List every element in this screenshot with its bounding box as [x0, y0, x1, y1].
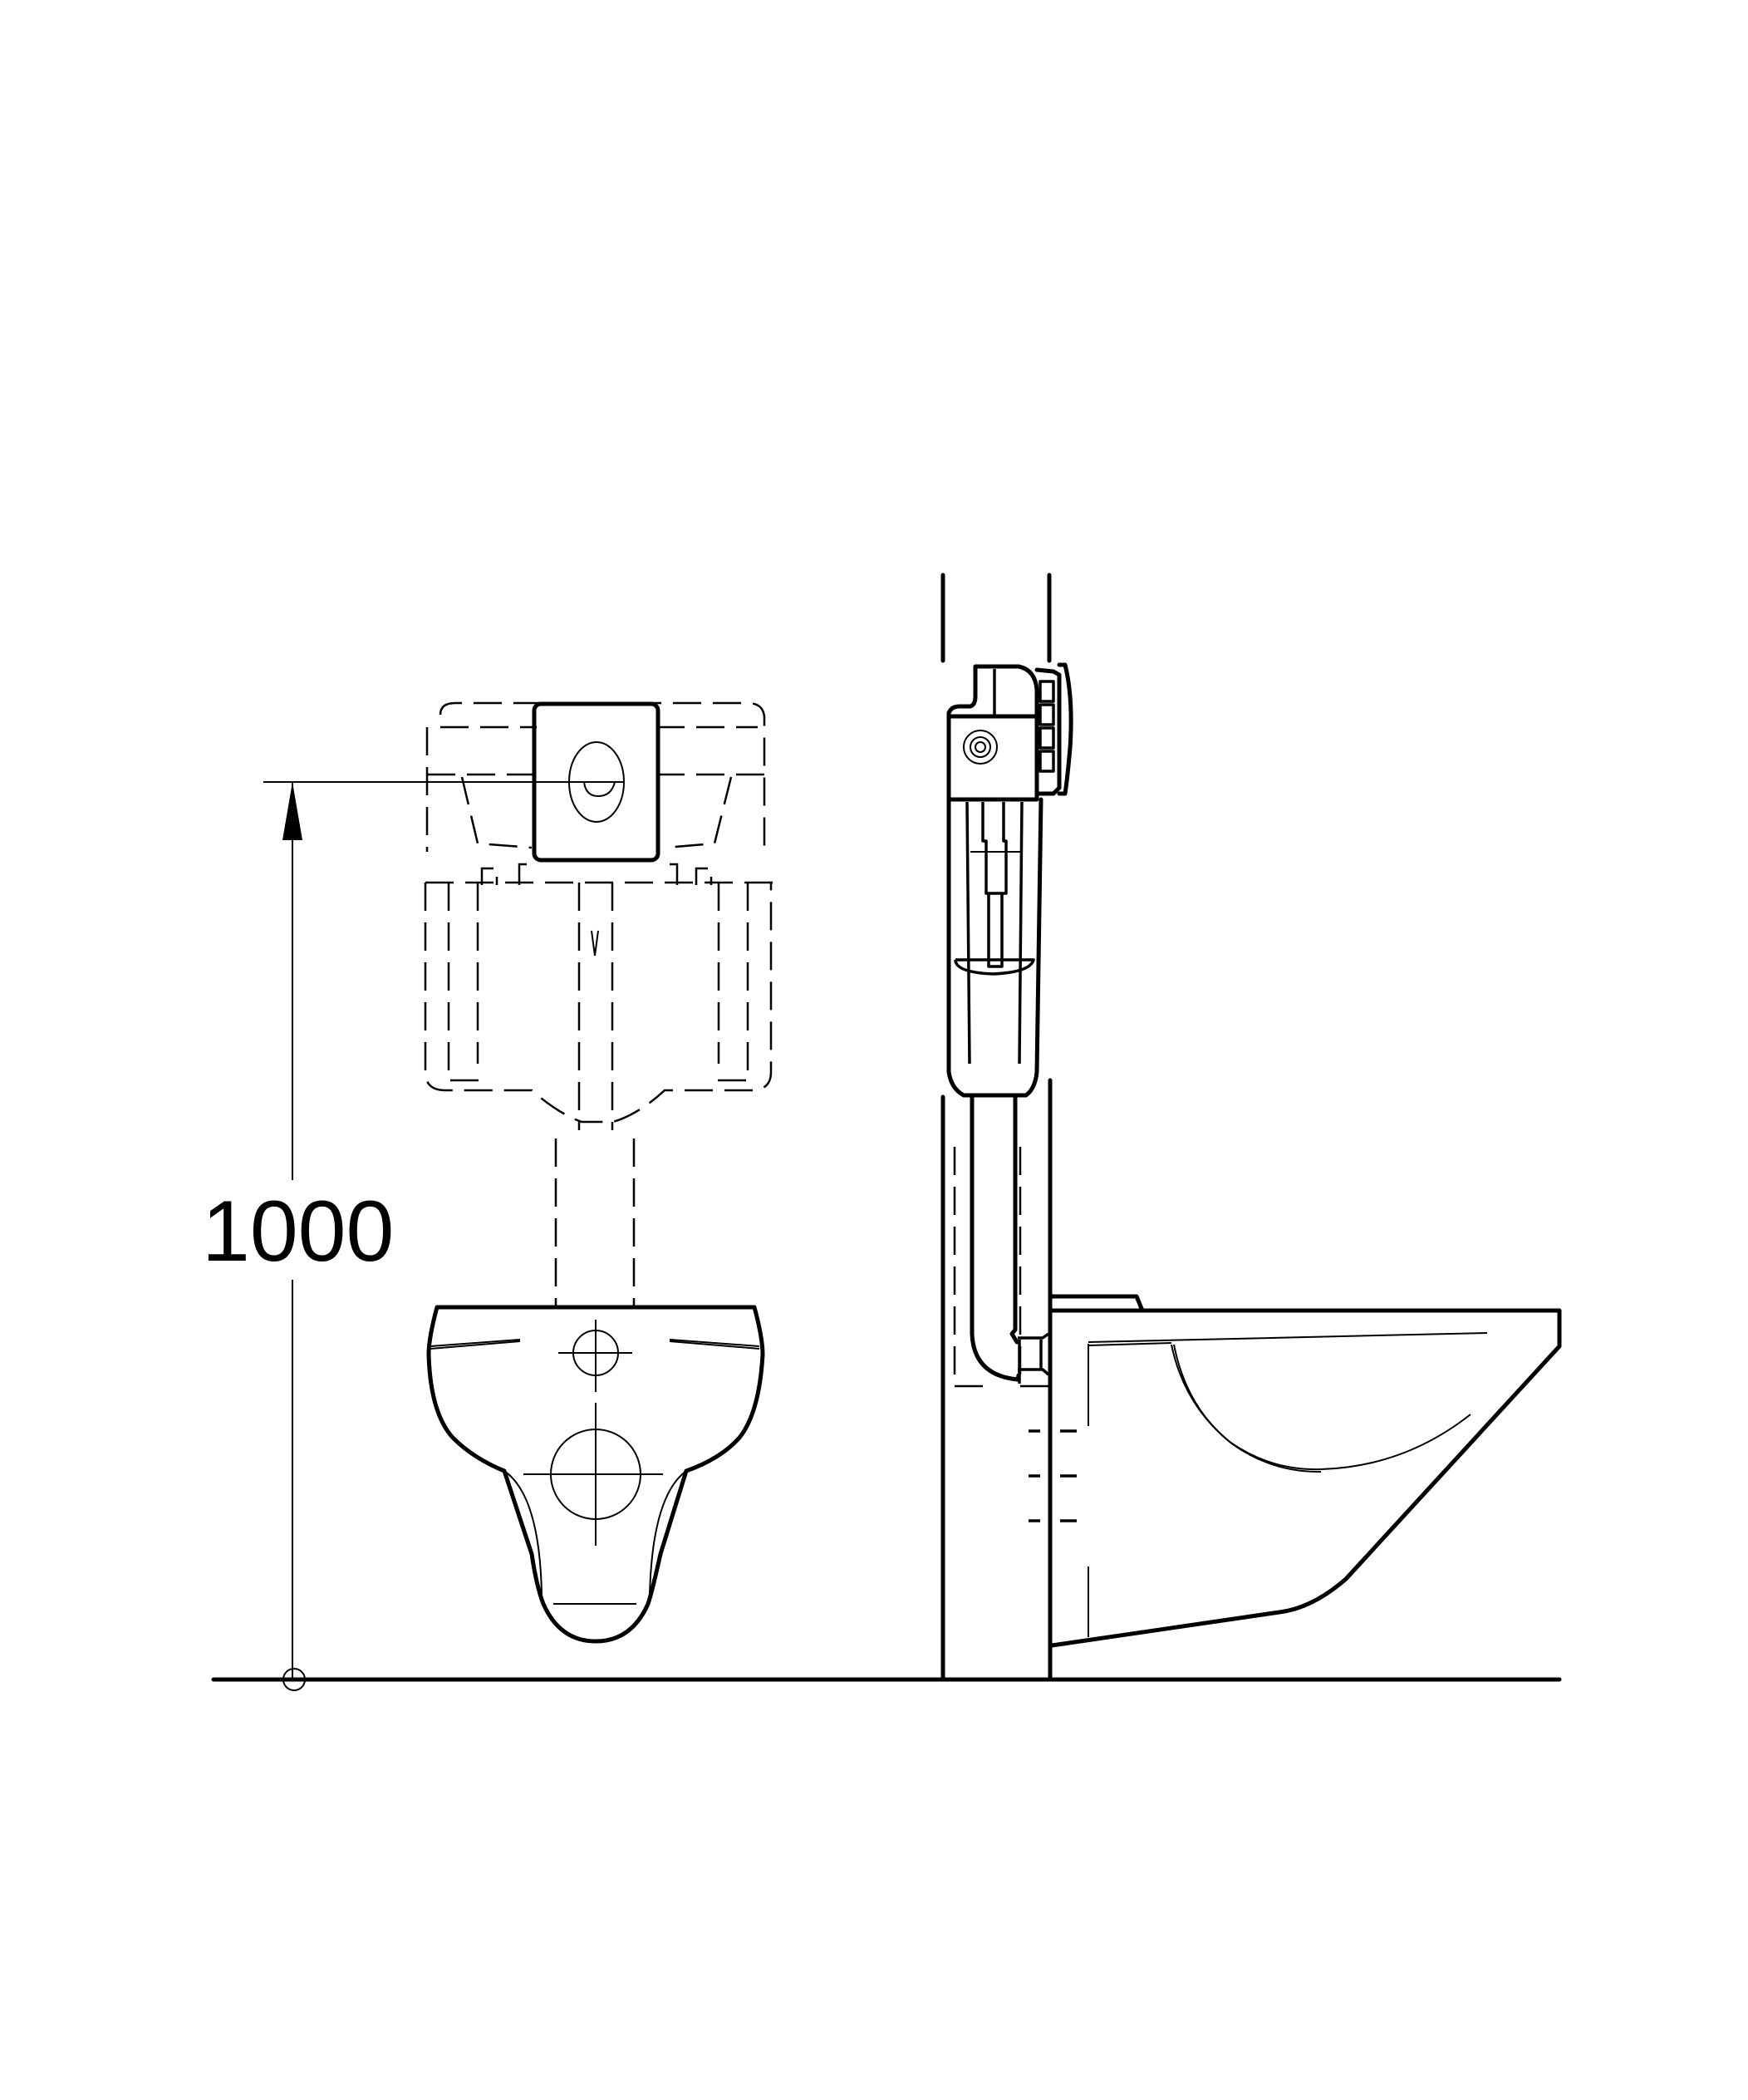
bowl-side [1049, 1294, 1562, 1648]
dimension-label: 1000 [202, 1183, 394, 1280]
flush-button-small-icon [583, 781, 623, 798]
datum-circle-icon [282, 1668, 306, 1691]
flush-pipe-side [970, 1094, 1050, 1384]
flush-plate [532, 701, 660, 863]
arrowhead-icon [282, 782, 302, 840]
height-dimension: 1000 [202, 781, 615, 1691]
flush-button-icon [568, 741, 625, 823]
side-view [940, 573, 1562, 1682]
cistern-side [946, 662, 1073, 1098]
flush-plate-frame [532, 701, 660, 863]
bowl-front [426, 1305, 765, 1644]
hidden-cistern [424, 701, 773, 1307]
front-view [424, 701, 773, 1644]
